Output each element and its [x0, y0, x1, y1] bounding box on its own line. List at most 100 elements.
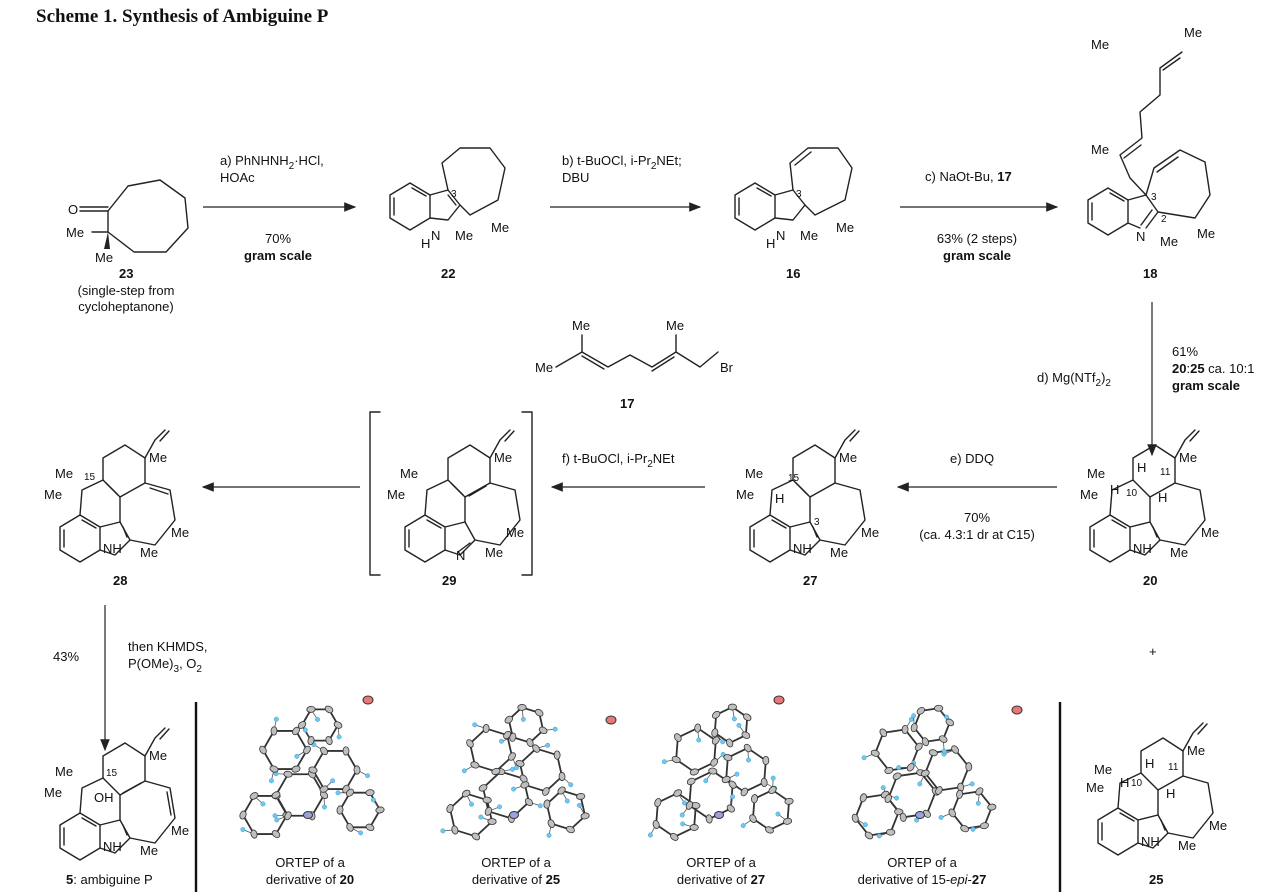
ortep-hydrogen-atom	[330, 778, 336, 784]
methyl-label: Me	[1080, 487, 1098, 502]
ortep-caption-line: derivative of 20	[266, 872, 354, 887]
ortep-hydrogen-atom	[731, 716, 737, 722]
methyl-label: Me	[400, 466, 418, 481]
ortep-carbon-atom	[365, 789, 375, 797]
ortep-hydrogen-atom	[720, 739, 726, 745]
ortep-carbon-atom	[689, 824, 699, 831]
methyl-label: Me	[572, 318, 590, 333]
ortep-carbon-atom	[708, 767, 718, 775]
ortep-carbon-atom	[674, 733, 682, 742]
ortep-carbon-atom	[249, 792, 259, 800]
ortep-oxygen-atom	[362, 695, 374, 705]
ortep-carbon-atom	[975, 787, 984, 796]
ortep-carbon-atom	[742, 713, 752, 722]
compound-28: 15 Me Me Me NH Me Me 28	[44, 429, 189, 588]
ortep-hydrogen-atom	[461, 768, 467, 774]
methyl-label: Me	[736, 487, 754, 502]
methyl-label: Me	[140, 545, 158, 560]
compound-23-note: (single-step from	[78, 283, 175, 298]
ortep-carbon-atom	[515, 760, 525, 767]
ortep-structure	[239, 695, 385, 839]
ortep-carbon-atom	[726, 804, 735, 813]
ortep-carbon-atom	[671, 755, 681, 764]
ortep-hydrogen-atom	[680, 821, 686, 827]
ortep-carbon-atom	[652, 819, 660, 830]
ortep-carbon-atom	[471, 832, 481, 841]
ortep-carbon-atom	[259, 745, 267, 755]
methyl-label: Me	[485, 545, 503, 560]
ortep-carbon-atom	[524, 798, 534, 807]
h-label: H	[775, 491, 784, 506]
methyl-label: Me	[1178, 838, 1196, 853]
ortep-carbon-atom	[928, 749, 938, 757]
ortep-carbon-atom	[320, 746, 328, 756]
ortep-carbon-atom	[884, 766, 894, 774]
ortep-carbon-atom	[365, 823, 375, 831]
ortep-carbon-atom	[894, 808, 904, 816]
ortep-bond	[485, 727, 508, 736]
ortep-bond	[889, 811, 900, 833]
ortep-carbon-atom	[901, 724, 909, 735]
ortep-bond	[312, 750, 325, 771]
methyl-label: Me	[1179, 450, 1197, 465]
ortep-carbon-atom	[558, 771, 566, 782]
n-label: N	[456, 548, 465, 563]
ortep-hydrogen-atom	[941, 748, 947, 754]
ortep-caption-line: ORTEP of a	[887, 855, 957, 870]
ortep-hydrogen-atom	[546, 832, 552, 838]
ortep-hydrogen-atom	[472, 722, 478, 728]
ortep-carbon-atom	[910, 723, 918, 733]
ortep-carbon-atom	[782, 817, 793, 825]
compound-18: 3 2 N Me Me Me Me Me 18	[1087, 25, 1215, 281]
ortep-carbon-atom	[580, 812, 590, 820]
locant-10: 10	[1131, 778, 1143, 789]
nh-label: NH	[103, 541, 122, 556]
ortep-carbon-atom	[557, 786, 566, 795]
ortep-carbon-atom	[283, 770, 293, 778]
compound-23-note: cycloheptanone)	[78, 299, 173, 314]
ortep-carbon-atom	[482, 796, 492, 804]
ortep-caption-line: derivative of 25	[472, 872, 560, 887]
methyl-label: Me	[149, 450, 167, 465]
ortep-carbon-atom	[726, 738, 734, 748]
ortep-carbon-atom	[291, 765, 301, 773]
ortep-nitrogen-atom	[509, 811, 519, 819]
ortep-carbon-atom	[938, 735, 948, 743]
ortep-carbon-atom	[721, 775, 731, 784]
ortep-carbon-atom	[711, 736, 720, 745]
ortep-oxygen-atom	[1011, 705, 1023, 715]
step-a-yield: 70%	[265, 231, 291, 246]
ortep-hydrogen-atom	[770, 775, 776, 781]
ortep-carbon-atom	[482, 723, 490, 734]
ortep-hydrogen-atom	[975, 800, 981, 806]
compound-25-label: 25	[1149, 872, 1163, 887]
locant-15: 15	[84, 472, 96, 483]
ortep-hydrogen-atom	[499, 738, 504, 744]
ortep-carbon-atom	[566, 825, 575, 834]
h-label: H	[1110, 482, 1119, 497]
nh-label: NH	[1141, 834, 1160, 849]
methyl-label: Me	[1086, 780, 1104, 795]
ortep-carbon-atom	[547, 819, 556, 828]
methyl-label: Me	[1209, 818, 1227, 833]
ortep-carbon-atom	[520, 781, 530, 789]
ortep-hydrogen-atom	[576, 802, 582, 808]
ortep-carbon-atom	[526, 738, 534, 747]
ortep-carbon-atom	[673, 789, 682, 797]
ortep-carbon-atom	[914, 742, 923, 751]
ortep-carbon-atom	[689, 768, 699, 776]
ortep-hydrogen-atom	[740, 823, 746, 829]
compound-23: O Me Me 23 (single-step from cycloheptan…	[66, 179, 189, 314]
step-a-solvent: HOAc	[220, 170, 255, 185]
ortep-carbon-atom	[484, 806, 493, 816]
ortep-hydrogen-atom	[520, 716, 526, 722]
ortep-carbon-atom	[686, 777, 696, 786]
compound-20: H H H 10 11 Me Me Me NH Me Me 20	[1080, 429, 1219, 588]
compound-5-label: 5: ambiguine P	[66, 872, 153, 887]
ortep-hydrogen-atom	[469, 801, 474, 807]
h-label: H	[1145, 756, 1154, 771]
ortep-carbon-atom	[491, 767, 501, 775]
ortep-hydrogen-atom	[938, 814, 944, 820]
ortep-hydrogen-atom	[730, 794, 735, 800]
locant-15: 15	[788, 473, 800, 484]
